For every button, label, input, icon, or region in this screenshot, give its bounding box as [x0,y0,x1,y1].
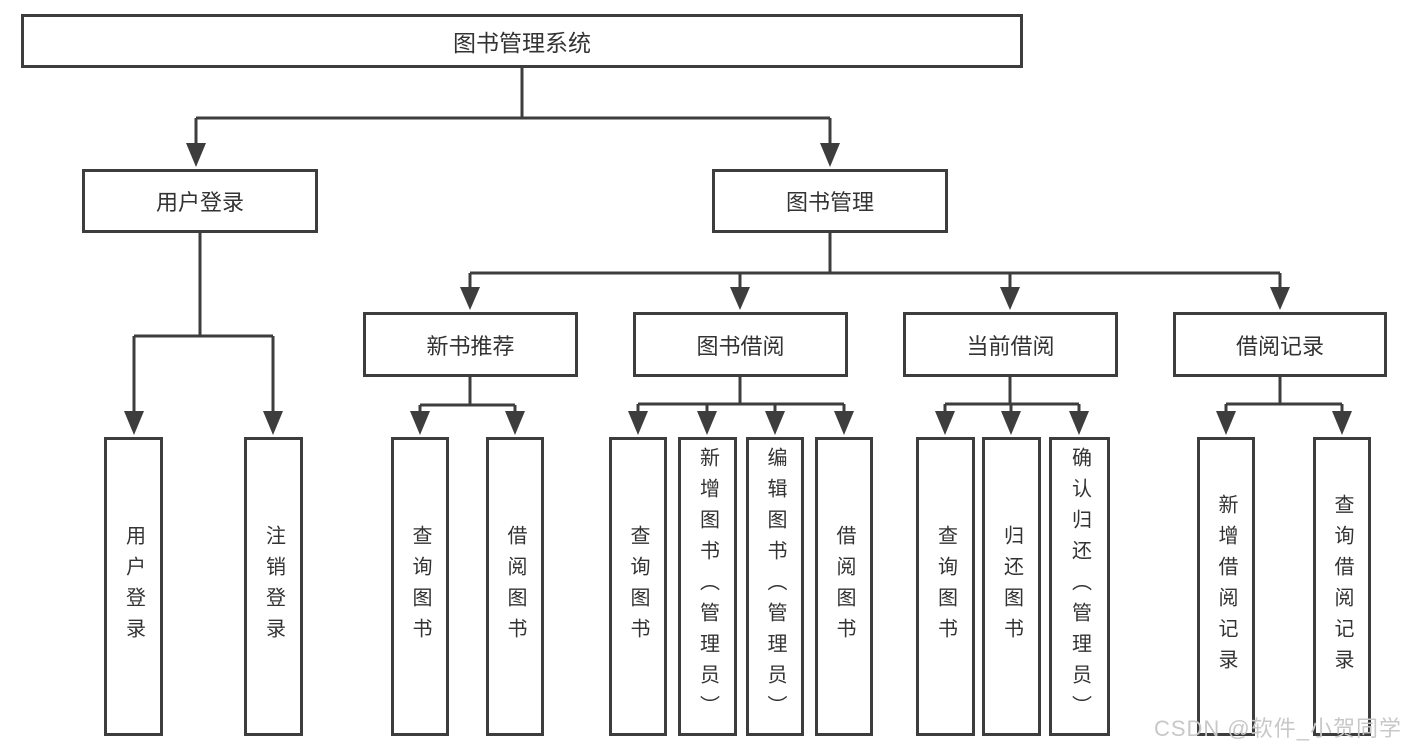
leaf-logout: 注销登录 [244,437,303,736]
leaf-query-books-recommend: 查询图书 [391,437,449,736]
leaf-label: 编辑图书（管理员） [764,447,786,726]
leaf-add-borrow-record: 新增借阅记录 [1197,437,1255,736]
leaf-label: 借阅图书 [833,524,855,649]
leaf-label: 查询借阅记录 [1331,493,1353,680]
leaf-label: 新增借阅记录 [1215,493,1237,680]
leaf-label: 借阅图书 [504,524,526,649]
connector-book-management-children [460,233,1290,310]
leaf-edit-book-admin: 编辑图书（管理员） [746,437,804,736]
connector-root-to-level1 [186,68,840,167]
node-user-login: 用户登录 [82,169,318,233]
node-book-borrow: 图书借阅 [633,312,848,377]
leaf-query-borrow-record: 查询借阅记录 [1313,437,1371,736]
leaf-query-books-current: 查询图书 [916,437,975,736]
node-current-borrow: 当前借阅 [903,312,1118,377]
leaf-confirm-return-admin: 确认归还（管理员） [1049,437,1110,736]
leaf-user-login: 用户登录 [104,437,163,736]
leaf-borrow-books-borrow: 借阅图书 [815,437,873,736]
node-borrow-records: 借阅记录 [1173,312,1387,377]
leaf-label: 查询图书 [409,524,431,649]
connector-borrow-records-children [1216,377,1352,435]
connector-user-login-children [124,233,283,435]
leaf-label: 查询图书 [934,524,957,649]
node-book-management: 图书管理 [712,169,948,233]
leaf-label: 新增图书（管理员） [696,447,719,726]
node-label: 图书管理系统 [453,30,591,56]
leaf-add-book-admin: 新增图书（管理员） [678,437,737,736]
leaf-label: 查询图书 [627,524,649,649]
leaf-borrow-books-recommend: 借阅图书 [486,437,544,736]
leaf-query-books-borrow: 查询图书 [609,437,667,736]
node-label: 借阅记录 [1235,333,1324,359]
connector-new-book-children [410,377,525,435]
node-label: 新书推荐 [426,333,515,359]
node-new-book-recommend: 新书推荐 [363,312,578,377]
node-label: 当前借阅 [966,333,1055,359]
connector-book-borrow-children [628,377,854,435]
leaf-label: 确认归还（管理员） [1068,447,1091,726]
node-label: 图书借阅 [696,333,785,359]
leaf-label: 归还图书 [1000,524,1023,649]
leaf-label: 注销登录 [262,524,285,649]
connector-current-borrow-children [935,377,1089,435]
node-label: 图书管理 [785,190,874,215]
csdn-watermark: CSDN @软件_小贺同学 [1153,716,1402,741]
node-label: 用户登录 [155,190,244,215]
leaf-return-book: 归还图书 [982,437,1041,736]
leaf-label: 用户登录 [122,524,145,649]
node-library-management-system: 图书管理系统 [21,14,1023,68]
